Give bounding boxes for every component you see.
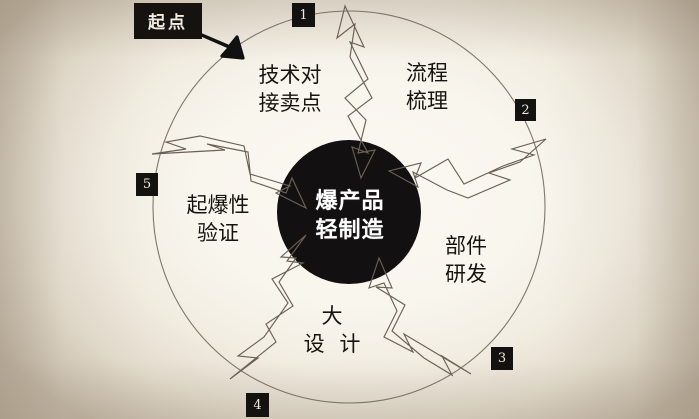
divider-arrow-lower-left <box>229 234 307 380</box>
segment-badge-1: 1 <box>292 3 315 27</box>
divider-arrow-left <box>151 135 308 210</box>
segment-label-4: 大 设 计 <box>303 304 365 356</box>
segment-label-3: 部件 研发 <box>445 234 487 286</box>
divider-arrow-lower-right <box>368 256 472 377</box>
segment-badge-4: 4 <box>246 393 269 417</box>
segment-label-5: 起爆性 验证 <box>186 193 250 245</box>
divider-arrow-top <box>336 4 377 180</box>
segment-badge-3: 3 <box>491 347 513 370</box>
center-hub-circle <box>277 140 421 284</box>
outer-ring-circle <box>152 10 546 404</box>
center-hub-label: 爆产品 轻制造 <box>315 189 385 244</box>
divider-arrow-right <box>387 138 547 199</box>
segment-badge-5: 5 <box>136 173 158 196</box>
segment-badge-2: 2 <box>515 99 536 121</box>
segment-label-1: 技术对 接卖点 <box>258 63 322 115</box>
segment-label-2: 流程 梳理 <box>406 61 448 113</box>
start-point-label: 起点 <box>134 3 202 39</box>
